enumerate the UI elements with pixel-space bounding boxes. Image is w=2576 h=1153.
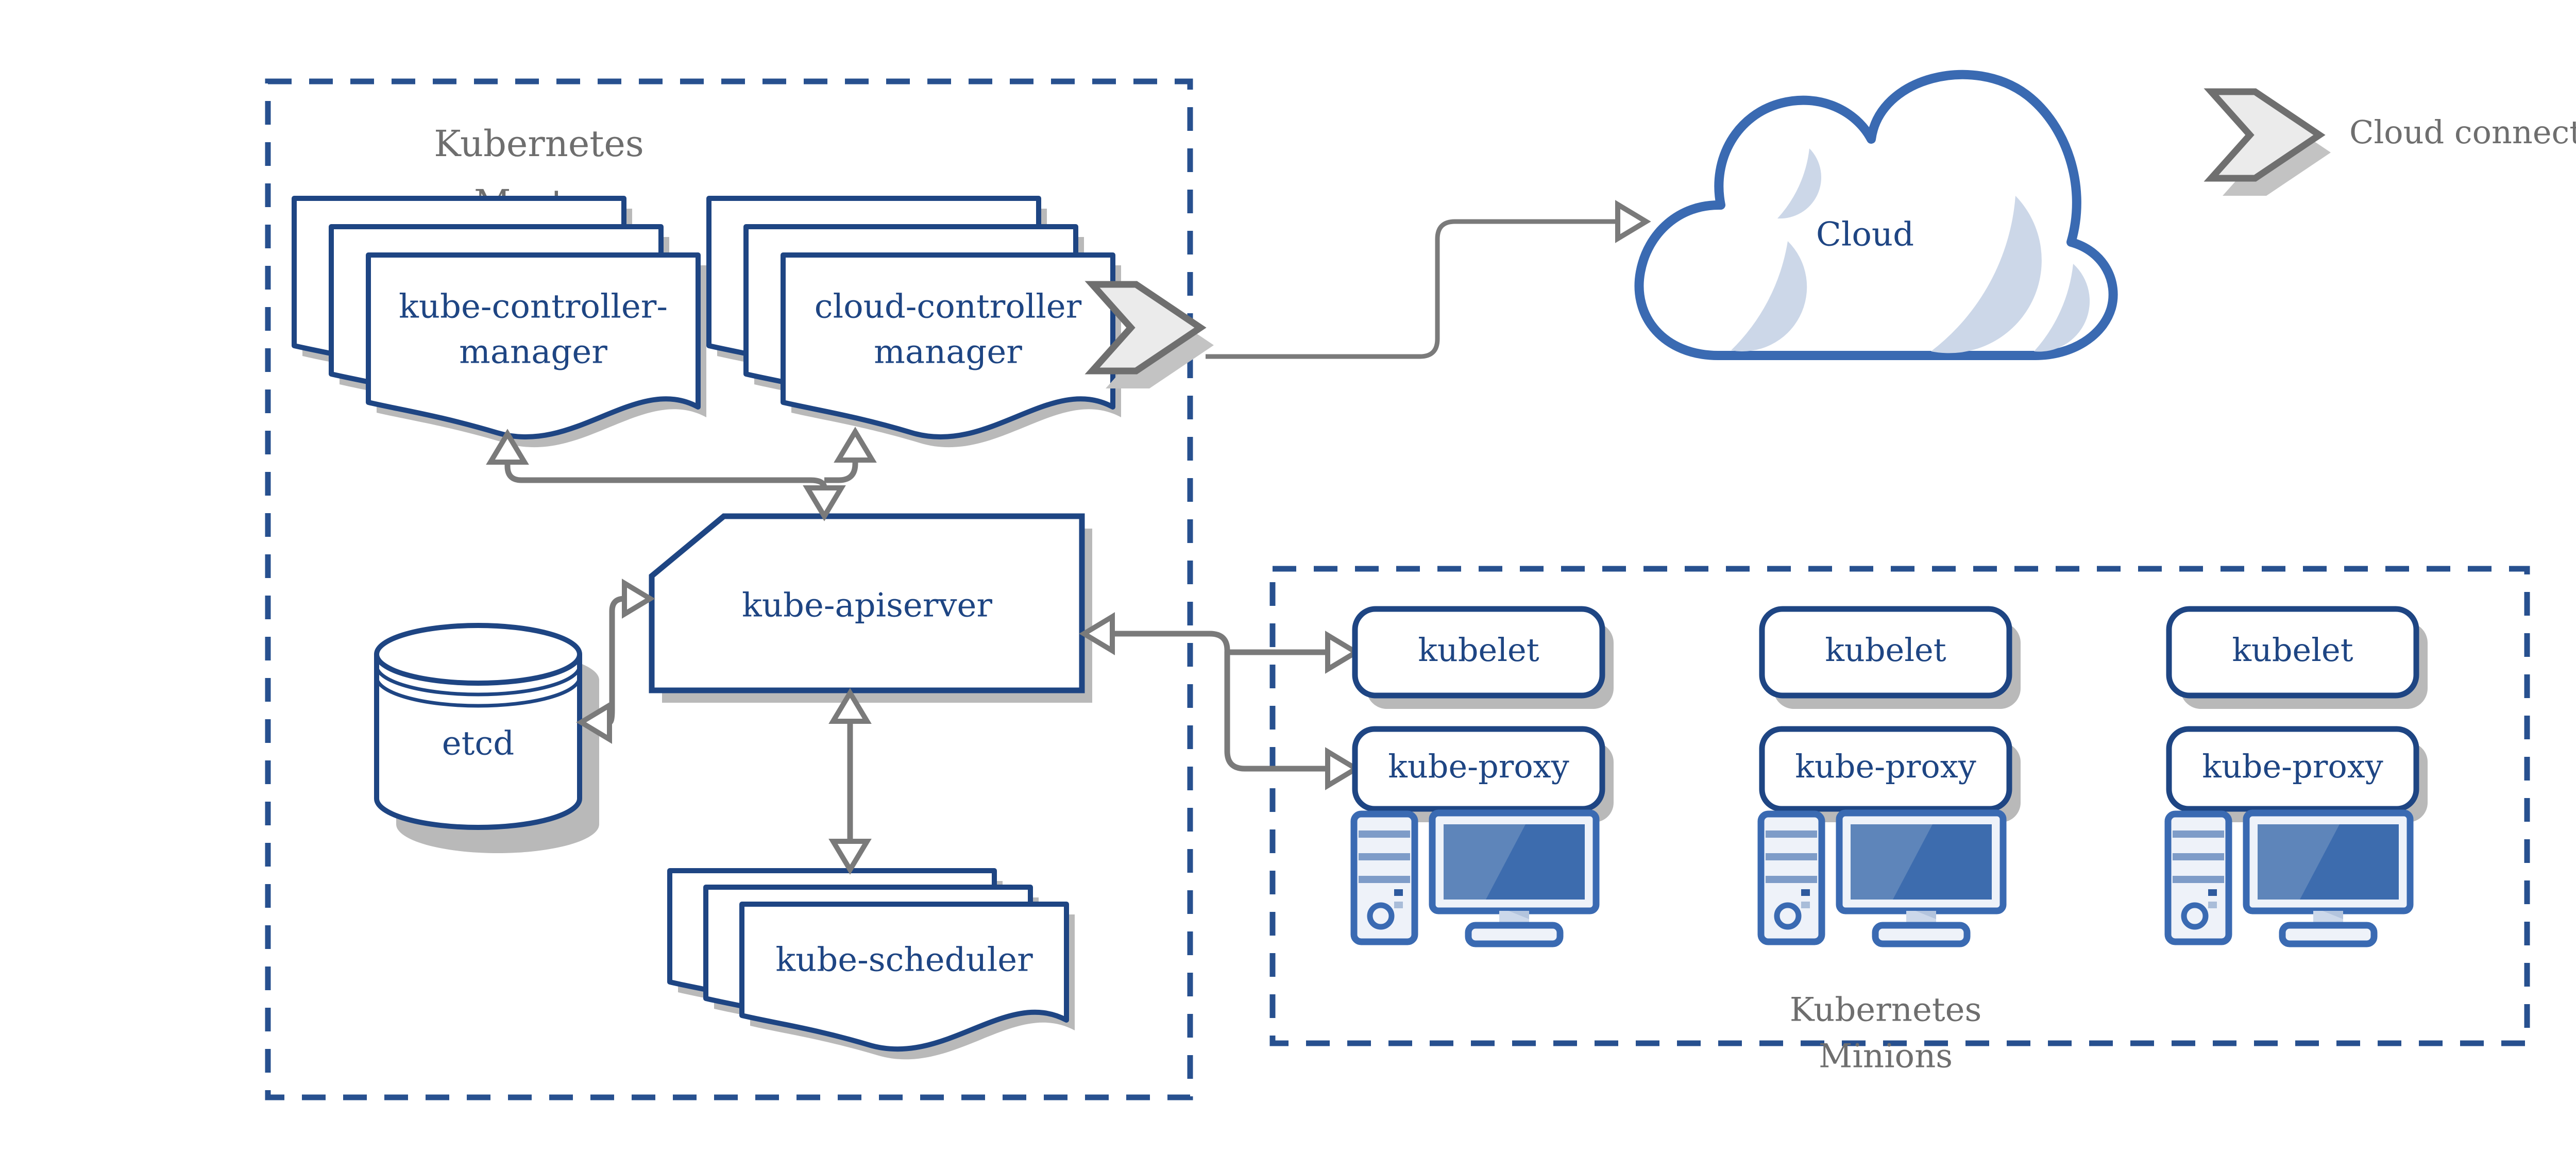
cloud-crescent	[1777, 148, 1822, 219]
legend-cloud-connector: Cloud connector	[2211, 92, 2576, 196]
minions-title-line1: Kubernetes	[1790, 991, 1982, 1029]
kube-scheduler-label: kube-scheduler	[775, 941, 1033, 979]
kube-proxy-box	[1352, 726, 1605, 812]
kube-proxy-box	[1759, 726, 2012, 812]
kubernetes-master-boundary	[265, 78, 1193, 1100]
minions-title-line2: Minions	[1819, 1038, 1953, 1076]
kube-apiserver-shape	[649, 513, 1085, 693]
arrow-apiserver-etcd	[576, 579, 655, 744]
kubernetes-minions-boundary	[1269, 566, 2530, 1046]
kube-apiserver-box: kube-apiserver	[649, 513, 1092, 703]
computer-icon	[1761, 813, 2003, 944]
cloud-controller-manager-label-line1: cloud-controller	[815, 288, 1082, 326]
arrowhead-right-apiserver	[622, 579, 655, 619]
etcd-label: etcd	[442, 725, 514, 763]
kubelet-label: kubelet	[1825, 631, 1946, 669]
legend-label: Cloud connector	[2349, 113, 2576, 151]
kube-proxy-box	[2166, 726, 2419, 812]
arrowhead-up-kube-controller-manager	[486, 429, 529, 465]
minion-node-2: kubelet kube-proxy	[1759, 606, 2021, 944]
computer-icon	[1354, 813, 1596, 944]
cloud-crescent	[1931, 196, 2042, 353]
kube-scheduler-stack: kube-scheduler	[670, 871, 1075, 1060]
arrowhead-right-kube-proxy	[1325, 747, 1361, 790]
etcd-body	[374, 654, 582, 830]
cloud-shape	[1634, 70, 2118, 360]
arrow-apiserver-minions	[1079, 612, 1361, 790]
arrowhead-down-scheduler	[828, 839, 872, 875]
master-title-line1: Kubernetes	[434, 123, 644, 165]
kube-proxy-label: kube-proxy	[2202, 748, 2383, 785]
etcd-ring	[375, 665, 582, 697]
etcd-top	[374, 623, 582, 686]
kube-apiserver-label: kube-apiserver	[742, 587, 992, 625]
kube-controller-manager-label-line1: kube-controller-	[399, 288, 668, 326]
cloud-crescent	[1731, 241, 1807, 351]
etcd-ring	[375, 676, 582, 708]
etcd-database-icon: etcd	[374, 623, 599, 853]
arrowhead-up-cloud-controller-manager	[834, 427, 877, 463]
computer-icon	[2168, 813, 2410, 944]
kube-controller-manager-stack: kube-controller- manager	[294, 198, 706, 448]
arrowhead-left-etcd	[576, 701, 612, 744]
kubelet-label: kubelet	[2232, 631, 2353, 669]
arrow-apiserver-scheduler	[828, 688, 872, 875]
kubelet-box	[2166, 606, 2419, 699]
cloud-controller-manager-label-line2: manager	[874, 333, 1022, 371]
cloud-icon: Cloud	[1634, 70, 2118, 360]
minion-node-3: kubelet kube-proxy	[2166, 606, 2428, 944]
arrowhead-right-cloud	[1615, 200, 1651, 243]
arrowhead-right-kubelet	[1325, 631, 1361, 674]
arrow-ccm-cloud	[1206, 200, 1651, 359]
kubelet-box	[1352, 606, 1605, 699]
cloud-crescent	[2034, 264, 2090, 352]
kubelet-box	[1759, 606, 2012, 699]
arrowhead-down-kube-apiserver	[803, 485, 846, 521]
kube-proxy-label: kube-proxy	[1795, 748, 1976, 785]
arrowhead-up-apiserver	[828, 688, 872, 724]
cloud-label: Cloud	[1816, 216, 1914, 254]
kube-controller-manager-label-line2: manager	[459, 333, 607, 371]
arrow-controller-managers-apiserver	[486, 427, 877, 521]
kubelet-label: kubelet	[1418, 631, 1539, 669]
kube-proxy-label: kube-proxy	[1388, 748, 1569, 785]
cloud-controller-manager-stack: cloud-controller manager	[709, 198, 1121, 448]
minion-node-1: kubelet kube-proxy	[1352, 606, 1614, 944]
arrowhead-left-apiserver	[1079, 612, 1115, 655]
